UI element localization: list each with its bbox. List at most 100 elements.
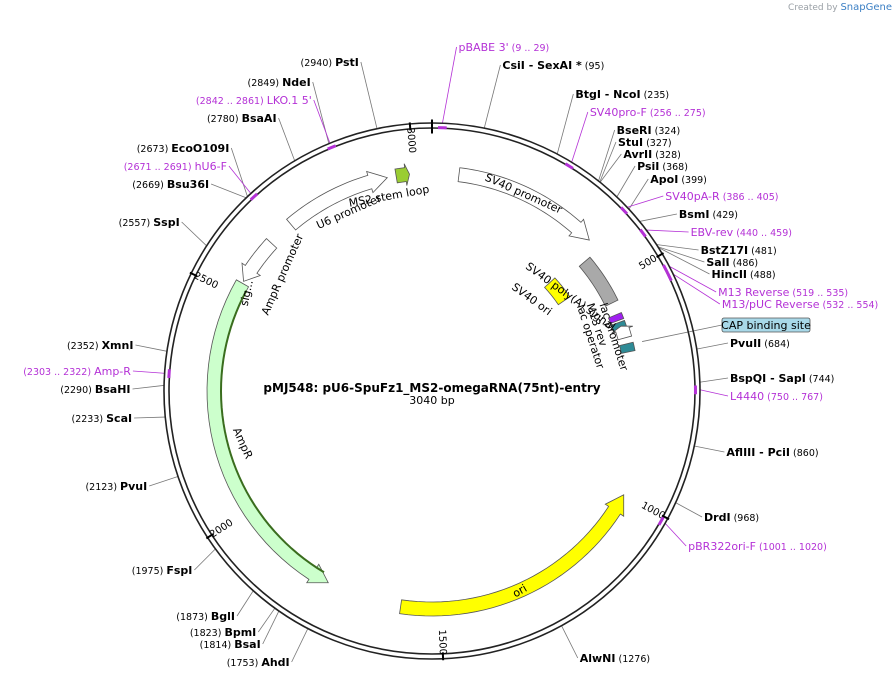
leader-sali xyxy=(658,246,705,263)
leader-afliii-pcii xyxy=(694,445,725,453)
enzyme-label-bspqi-sapi: BspQI - SapI (744) xyxy=(730,372,834,385)
feature-lac-promoter xyxy=(611,325,633,341)
enzyme-pvuii: PvuII (684) xyxy=(730,337,790,350)
leader-ecoo109i xyxy=(230,147,248,197)
leader-fspi xyxy=(194,548,216,571)
feature-ori xyxy=(399,494,625,617)
features xyxy=(206,163,636,617)
primer-hu6-f: (2671 .. 2691) hU6-F xyxy=(124,160,227,173)
enzyme-sali: SalI (486) xyxy=(706,256,758,269)
primer-m13-puc-reverse: M13/pUC Reverse (532 .. 554) xyxy=(722,298,878,311)
enzyme-label-xmni: (2352) XmnI xyxy=(67,339,133,352)
enzyme-apoi: ApoI (399) xyxy=(650,173,707,186)
enzyme-drdi: DrdI (968) xyxy=(704,511,759,524)
tick-3000 xyxy=(408,122,412,131)
enzyme-pvui: (2123) PvuI xyxy=(85,480,147,493)
mark-hu6-f xyxy=(249,192,259,201)
primer-pbabe-3: pBABE 3' (9 .. 29) xyxy=(459,41,550,54)
enzyme-label-bgli: (1873) BglI xyxy=(176,610,235,623)
enzyme-ahdi: (1753) AhdI xyxy=(227,656,290,669)
mark-ebv-rev xyxy=(639,228,647,238)
leader-ebv-rev xyxy=(646,229,689,233)
enzyme-bgli: (1873) BglI xyxy=(176,610,235,623)
leader-lko-1-5 xyxy=(313,99,331,143)
enzyme-bsai: (1814) BsaI xyxy=(200,638,261,651)
enzyme-label-avrii: AvrII (328) xyxy=(623,148,680,161)
leader-psii xyxy=(616,165,636,197)
enzyme-ndei: (2849) NdeI xyxy=(247,76,310,89)
enzyme-psti: (2940) PstI xyxy=(301,56,359,69)
tick-label-2500: 2500 xyxy=(192,270,220,291)
leader-bspqi-sapi xyxy=(700,377,729,383)
credit-prefix: Created by xyxy=(788,3,838,13)
enzyme-label-bsai: (1814) BsaI xyxy=(200,638,261,651)
tick-2500 xyxy=(189,271,198,278)
cap-box xyxy=(721,317,811,333)
enzyme-label-bsahi: (2290) BsaHI xyxy=(60,383,130,396)
leader-sspi xyxy=(181,221,207,246)
enzyme-label-ndei: (2849) NdeI xyxy=(247,76,310,89)
leader-avrii xyxy=(600,153,622,183)
enzyme-bseri: BseRI (324) xyxy=(617,124,681,137)
enzyme-psii: PsiI (368) xyxy=(637,160,688,173)
feature-ampr-promoter xyxy=(241,238,278,282)
snapgene-logo: SnapGene xyxy=(840,2,892,13)
leader-bgli xyxy=(236,590,254,617)
mark-lko-1-5 xyxy=(327,144,337,151)
leader-bsu36i xyxy=(210,183,246,199)
cap-binding-site-label: CAP binding site xyxy=(721,317,811,333)
leader-alwni xyxy=(561,625,579,659)
enzyme-ecoo109i: (2673) EcoO109I xyxy=(137,142,230,155)
leader-pbr322ori-f xyxy=(665,523,687,547)
primer-label-pbr322ori-f: pBR322ori-F (1001 .. 1020) xyxy=(688,540,827,553)
enzyme-label-psii: PsiI (368) xyxy=(637,160,688,173)
tick-label-3000: 3000 xyxy=(404,127,417,153)
leader-hincii xyxy=(658,247,710,275)
leader-sv40pro-f xyxy=(571,111,589,162)
feature-u6-promoter xyxy=(286,170,389,231)
feature-ms2-stem-loop xyxy=(394,163,410,186)
enzyme-xmni: (2352) XmnI xyxy=(67,339,133,352)
leader-m13-puc-reverse xyxy=(673,274,721,305)
leader-pvui xyxy=(149,476,178,487)
enzyme-label-afliii-pcii: AflIII - PciI (860) xyxy=(726,446,818,459)
leader-csii-sexai xyxy=(483,64,501,128)
label-ori: ori xyxy=(510,582,529,600)
primer-label-ebv-rev: EBV-rev (440 .. 459) xyxy=(691,226,792,239)
enzyme-label-alwni: AlwNI (1276) xyxy=(580,652,650,665)
enzyme-label-bsaai: (2780) BsaAI xyxy=(207,112,277,125)
feature-sv40-ori xyxy=(544,277,571,306)
tick-500 xyxy=(656,252,665,259)
label-sv40-promoter: SV40 promoter xyxy=(483,171,565,217)
leader-ahdi xyxy=(291,628,308,663)
leader-l4440 xyxy=(700,389,729,397)
primer-sv40pa-r: SV40pA-R (386 .. 405) xyxy=(665,190,778,203)
leader-bsaai xyxy=(278,117,295,161)
enzyme-label-stui: StuI (327) xyxy=(618,136,672,149)
leader-pbabe-3 xyxy=(442,46,457,123)
enzyme-bstz17i: BstZ17I (481) xyxy=(701,244,777,257)
mark-m13-reverse xyxy=(662,264,669,274)
tick-1000 xyxy=(661,514,670,521)
primer-sv40pro-f: SV40pro-F (256 .. 275) xyxy=(590,106,706,119)
enzyme-label-bseri: BseRI (324) xyxy=(617,124,681,137)
primer-label-amp-r: (2303 .. 2322) Amp-R xyxy=(23,365,131,378)
primer-label-l4440: L4440 (750 .. 767) xyxy=(730,390,823,403)
enzyme-label-ecoo109i: (2673) EcoO109I xyxy=(137,142,230,155)
label-ampr: AmpR xyxy=(230,426,255,462)
feature-cap-binding-site xyxy=(619,341,636,354)
enzyme-hincii: HincII (488) xyxy=(712,268,776,281)
leader-apoi xyxy=(628,178,649,209)
enzyme-bsu36i: (2669) Bsu36I xyxy=(132,178,209,191)
enzyme-label-btgi-ncoi: BtgI - NcoI (235) xyxy=(575,88,669,101)
mark-amp-r xyxy=(167,369,171,379)
mark-sv40pa-r xyxy=(619,206,629,215)
primer-label-sv40pa-r: SV40pA-R (386 .. 405) xyxy=(665,190,778,203)
ampr-signal-track xyxy=(219,290,325,574)
primer-label-m13-puc-reverse: M13/pUC Reverse (532 .. 554) xyxy=(722,298,878,311)
primer-lko-1-5: (2842 .. 2861) LKO.1 5' xyxy=(196,94,312,107)
tick-label-1500: 1500 xyxy=(436,629,448,655)
mark-pbr322ori-f xyxy=(657,516,665,526)
leader-hu6-f xyxy=(228,165,251,194)
